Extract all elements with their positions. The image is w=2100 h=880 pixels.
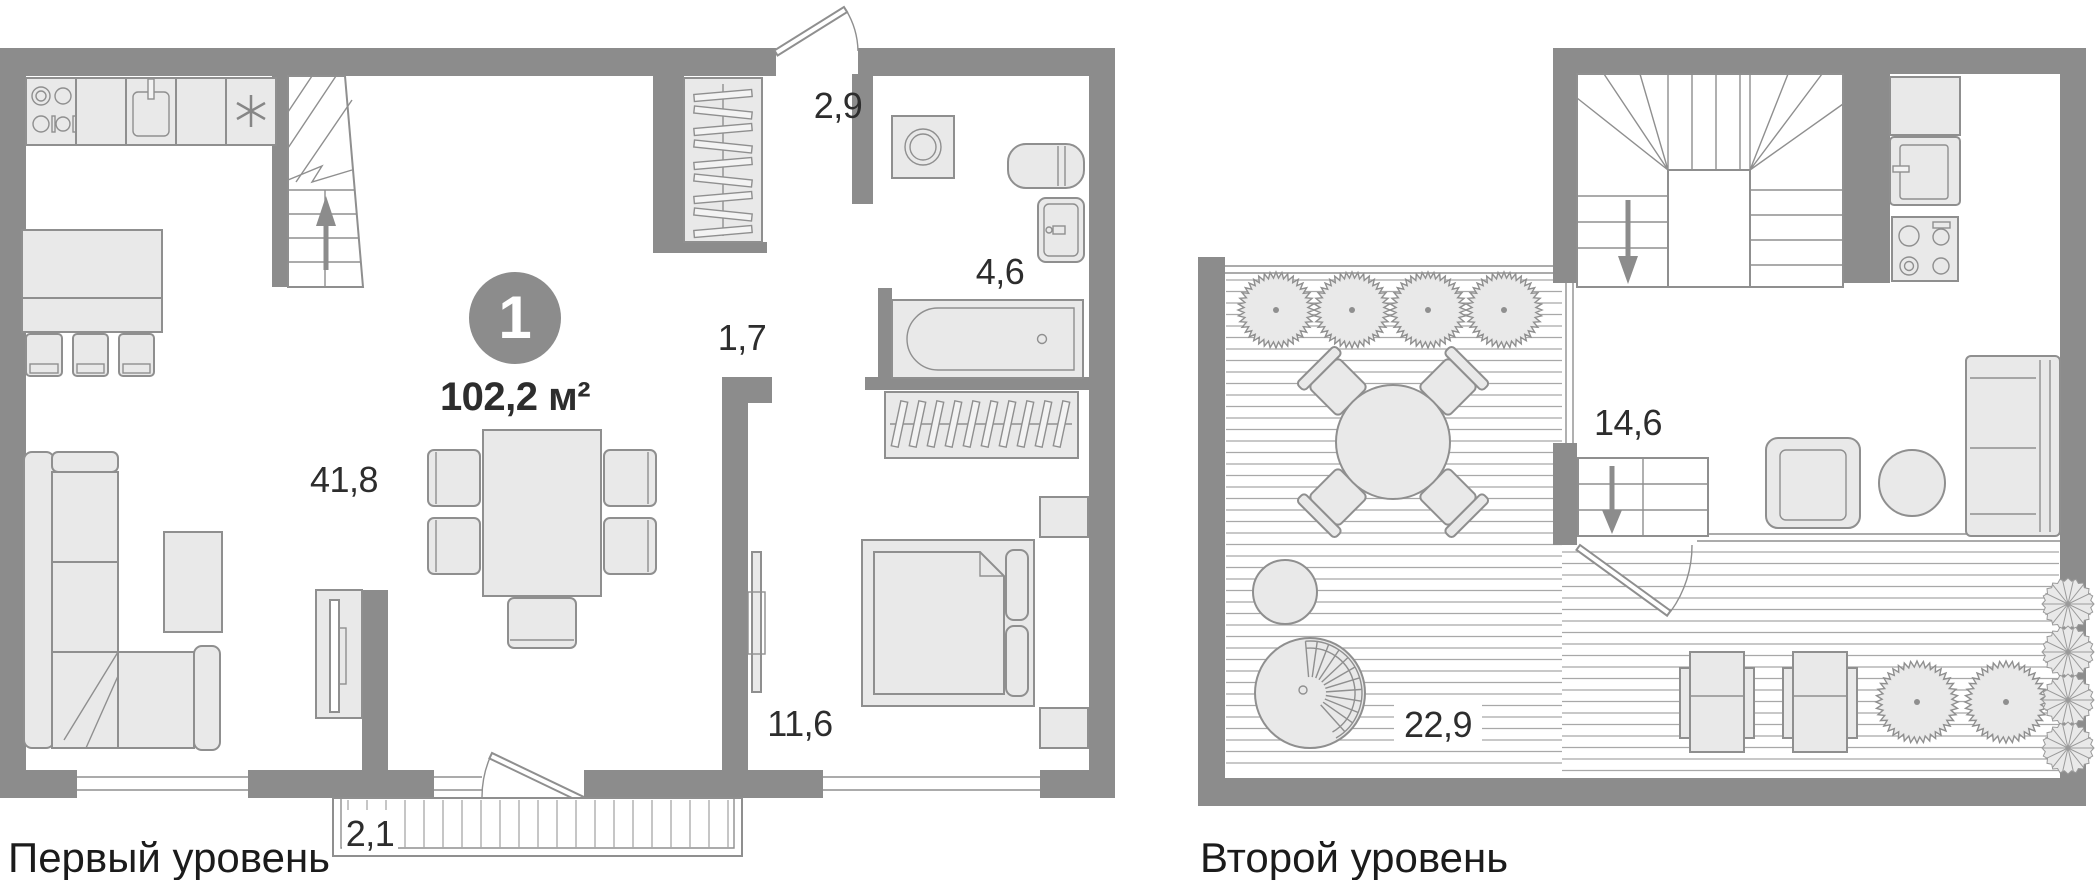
arrow-down-icon <box>1618 200 1638 284</box>
stove-icon <box>1891 216 1959 282</box>
coffee-table <box>163 531 223 633</box>
toilet-icon <box>1007 143 1085 189</box>
balcony <box>332 797 743 857</box>
dining-set <box>427 429 657 649</box>
terrace <box>1236 270 2095 775</box>
area-label-bedroom: 11,6 <box>767 703 832 744</box>
kitchen-counter <box>25 77 277 146</box>
kitchen-island <box>21 229 163 377</box>
unit-total-area: 102,2 м² <box>440 375 590 419</box>
kitchen-sink-icon <box>132 78 170 137</box>
first-level-windows <box>77 776 1040 791</box>
nightstand <box>1039 707 1089 749</box>
area-label-room: 14,6 <box>1594 402 1662 443</box>
area-label-corridor: 1,7 <box>718 317 767 358</box>
armchair <box>1765 437 1861 529</box>
hall-wardrobe <box>683 77 763 243</box>
balcony-hatch-lines <box>347 800 729 848</box>
hanger-slats <box>693 88 753 239</box>
room-glazing-west <box>1565 283 1574 443</box>
sun-lounger <box>1782 651 1858 753</box>
terrace-chair <box>1296 468 1367 539</box>
entrance-door <box>773 5 859 57</box>
area-label-hall: 2,9 <box>814 85 863 126</box>
bed <box>861 539 1035 707</box>
parasol-icon <box>1254 637 1366 749</box>
area-label-terrace: 22,9 <box>1404 704 1472 745</box>
arrow-up-icon <box>316 196 336 270</box>
first-level-title: Первый уровень <box>8 834 330 880</box>
terrace-door <box>1575 543 1693 618</box>
bedroom <box>747 496 1089 749</box>
first-level-walls <box>0 48 1115 798</box>
clothes-slats <box>890 399 1071 449</box>
dining-chair <box>427 449 657 649</box>
unit-number: 1 <box>498 284 531 351</box>
label-backdrop <box>342 810 398 850</box>
bathroom-sink-icon <box>1037 197 1085 263</box>
unit-badge: 1 102,2 м² <box>440 272 591 419</box>
second-level-plan: 14,6 22,9 <box>1198 48 2095 806</box>
sofa <box>1965 355 2061 537</box>
living-room <box>23 429 657 751</box>
bathroom <box>891 115 1085 379</box>
balcony-door <box>481 751 585 804</box>
kitchenette <box>1889 76 1961 282</box>
second-level-title: Второй уровень <box>1200 834 1508 880</box>
arrow-down-icon <box>1602 466 1622 534</box>
stove-icon <box>31 86 77 133</box>
sun-lounger <box>1679 651 1755 753</box>
oven-icon <box>1889 136 1961 206</box>
bathtub-icon <box>891 299 1084 379</box>
staircase-up <box>287 75 365 288</box>
area-label-balcony: 2,1 <box>346 813 395 854</box>
bar-stool <box>25 333 155 377</box>
snowflake-icon <box>236 95 266 127</box>
tv-panel-bedroom <box>747 551 766 693</box>
unit-badge-circle <box>469 272 561 364</box>
first-level-plan: 2,9 4,6 1,7 41,8 11,6 2,1 1 102,2 м² <box>0 5 1115 857</box>
plant-icons <box>2041 577 2095 775</box>
terrace-chair <box>1419 345 1490 416</box>
staircase-down <box>1576 73 1844 288</box>
round-table <box>1335 384 1451 500</box>
label-backdrop <box>1394 702 1482 742</box>
nightstand <box>1039 496 1089 538</box>
upper-room <box>1765 355 2061 537</box>
dining-table <box>482 429 602 597</box>
terrace-dining <box>1296 345 1490 539</box>
corner-sofa <box>23 451 221 751</box>
terrace-steps <box>1577 457 1709 537</box>
area-label-living: 41,8 <box>310 459 378 500</box>
small-round-table <box>1252 559 1318 625</box>
tv-stand-living <box>315 589 363 719</box>
side-table <box>1878 449 1946 517</box>
bedroom-wardrobe <box>884 391 1079 459</box>
area-label-bathroom: 4,6 <box>976 251 1025 292</box>
terrace-chair <box>1419 468 1490 539</box>
terrace-chair <box>1296 345 1367 416</box>
washing-machine-icon <box>891 115 955 179</box>
shrub-icons <box>1236 270 2049 745</box>
